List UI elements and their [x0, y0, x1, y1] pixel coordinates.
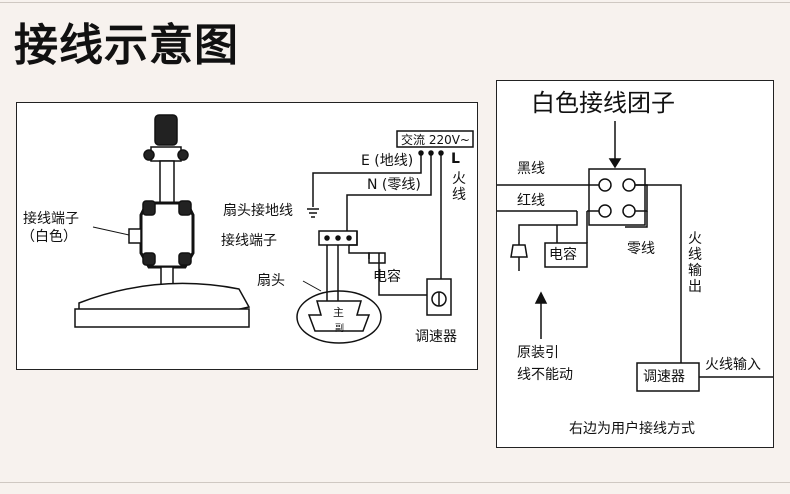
- neutral-label: N (零线): [367, 177, 421, 193]
- right-wiring-panel: 白色接线团子 黑线 红线 电容 零线 火线输出 原装引 线不能动 调速器 火线输…: [496, 80, 774, 448]
- user-wiring-caption: 右边为用户接线方式: [569, 421, 695, 437]
- right-wiring-svg: [497, 121, 773, 392]
- capacitor-label: 电容: [549, 247, 577, 263]
- left-wiring-panel: 接线端子 （白色） 交流 220V~ E (地线) N (零线) L 火线 扇头…: [16, 102, 478, 370]
- live-out-label: 火线输出: [688, 231, 702, 295]
- bottom-divider: [0, 482, 790, 483]
- terminal-label: 接线端子: [221, 233, 277, 249]
- capacitor-label: 电容: [373, 269, 401, 285]
- live-word: 火线: [452, 171, 466, 203]
- top-divider: [0, 2, 790, 3]
- fan-bracket-drawing: [128, 114, 195, 286]
- regulator-label: 调速器: [415, 329, 457, 345]
- neutral-label: 零线: [627, 241, 655, 257]
- motor-mark: 主: [333, 306, 344, 319]
- supply-label: 交流 220V~: [401, 133, 470, 147]
- page-title: 接线示意图: [14, 20, 239, 71]
- terminal-white-label: 接线端子: [23, 211, 79, 227]
- live-in-label: 火线输入: [705, 357, 761, 373]
- fan-ground-label: 扇头接地线: [223, 203, 293, 219]
- original-wire-label-2: 线不能动: [517, 367, 573, 383]
- terminal-ball-title: 白色接线团子: [531, 89, 675, 117]
- live-letter: L: [451, 151, 460, 167]
- red-wire-label: 红线: [517, 193, 545, 209]
- terminal-white-color-label: （白色）: [21, 229, 77, 245]
- fan-head-label: 扇头: [257, 273, 285, 289]
- black-wire-label: 黑线: [517, 161, 545, 177]
- left-wiring-svg: [74, 114, 474, 344]
- earth-label: E (地线): [361, 153, 414, 169]
- regulator-label: 调速器: [643, 369, 685, 385]
- fan-body-drawing: [74, 282, 251, 328]
- motor-mark-2: 副: [335, 324, 345, 334]
- original-wire-label-1: 原装引: [517, 345, 559, 361]
